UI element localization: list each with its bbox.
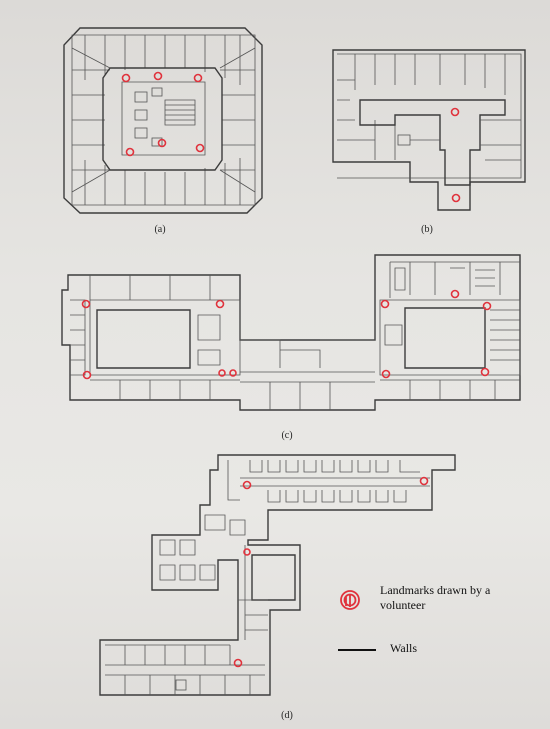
floorplan-a-outline: [63, 27, 263, 214]
landmark-marker: [153, 71, 163, 81]
floorplan-b-outline: [332, 49, 526, 211]
floorplan-c-outline: [61, 254, 521, 411]
landmark-marker: [242, 480, 252, 490]
legend-landmark-icon: [340, 590, 360, 610]
landmark-marker: [82, 370, 92, 380]
legend: [338, 590, 376, 651]
landmark-marker: [81, 299, 91, 309]
floorplan-b: [332, 49, 526, 211]
landmark-marker: [218, 369, 226, 377]
landmark-marker: [482, 301, 492, 311]
landmark-marker: [480, 367, 490, 377]
legend-landmark-text: Landmarks drawn by a volunteer: [380, 583, 491, 612]
landmark-marker: [450, 107, 460, 117]
floorplan-d: [99, 454, 456, 696]
landmark-marker: [157, 138, 167, 148]
floorplan-c: [61, 254, 521, 411]
label-c: (c): [281, 430, 292, 441]
legend-walls-text: Walls: [390, 641, 418, 655]
landmark-marker: [381, 369, 391, 379]
landmark-marker: [121, 73, 131, 83]
floorplan-a: [63, 27, 263, 214]
landmark-marker: [229, 369, 237, 377]
label-a: (a): [154, 224, 165, 235]
floorplan-d-outline: [99, 454, 456, 696]
landmark-marker: [419, 476, 429, 486]
landmark-marker: [233, 658, 243, 668]
landmark-marker: [450, 289, 460, 299]
landmark-marker: [193, 73, 203, 83]
landmarks-layer: [81, 71, 492, 668]
label-b: (b): [421, 224, 433, 235]
landmark-marker: [380, 299, 390, 309]
landmark-marker: [243, 548, 251, 556]
landmark-marker: [215, 299, 225, 309]
landmark-marker: [451, 193, 461, 203]
landmark-marker: [195, 143, 205, 153]
landmark-marker: [125, 147, 135, 157]
label-d: (d): [281, 710, 293, 721]
